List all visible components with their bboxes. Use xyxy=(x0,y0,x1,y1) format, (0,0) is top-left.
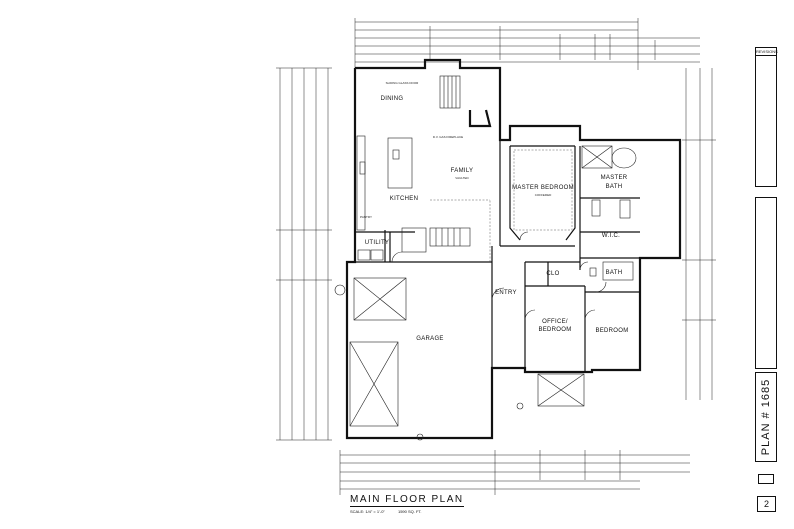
revisions-box: REVISIONS xyxy=(755,47,778,187)
room-label-master-bedroom: MASTER BEDROOM xyxy=(512,185,574,191)
interior-walls xyxy=(355,140,640,372)
room-label-bedroom: BEDROOM xyxy=(595,328,628,334)
note-coffered: COFFERED xyxy=(535,193,552,197)
room-label-garage: GARAGE xyxy=(416,336,443,342)
dimension-lines xyxy=(276,18,716,495)
drawing-title: MAIN FLOOR PLAN xyxy=(350,494,464,507)
room-label-family: FAMILY xyxy=(451,168,474,174)
room-label-entry: ENTRY xyxy=(495,290,517,296)
page-number: 2 xyxy=(757,496,776,512)
title-block-panel xyxy=(755,197,777,369)
plan-number: PLAN # 1685 xyxy=(760,378,772,456)
drawing-subtitle: SCALE: 1/4" = 1'-0" 1590 SQ. FT. xyxy=(350,509,464,514)
fixtures xyxy=(334,75,637,441)
note-slider: SLIDING GLASS DOOR xyxy=(386,81,420,85)
room-label-pantry: PANTRY xyxy=(360,215,372,219)
plan-number-box: PLAN # 1685 xyxy=(755,372,777,462)
note-fireplace: D.V. GAS FIREPLACE xyxy=(433,135,463,139)
blank-box xyxy=(758,474,774,484)
note-vaulted: VAULTED xyxy=(455,176,469,180)
room-label-kitchen: KITCHEN xyxy=(390,196,418,202)
room-label-master-bath-2: BATH xyxy=(606,184,623,190)
drawing-scale: SCALE: 1/4" = 1'-0" xyxy=(350,509,385,514)
room-label-bath: BATH xyxy=(606,270,623,276)
revisions-label: REVISIONS xyxy=(756,49,778,56)
ceiling-lines xyxy=(430,149,573,262)
exterior-walls xyxy=(345,58,682,440)
drawing-title-block: MAIN FLOOR PLAN SCALE: 1/4" = 1'-0" 1590… xyxy=(350,494,464,514)
room-label-office-1: OFFICE/ xyxy=(542,319,568,325)
room-label-master-bath-1: MASTER xyxy=(601,175,628,181)
room-label-office-2: BEDROOM xyxy=(538,327,571,333)
room-label-wic: W.I.C. xyxy=(602,233,620,239)
room-label-dining: DINING xyxy=(381,96,404,102)
drawing-sqft: 1590 SQ. FT. xyxy=(397,509,422,514)
room-label-utility: UTILITY xyxy=(365,240,389,246)
room-label-clo: CLO xyxy=(546,271,559,277)
